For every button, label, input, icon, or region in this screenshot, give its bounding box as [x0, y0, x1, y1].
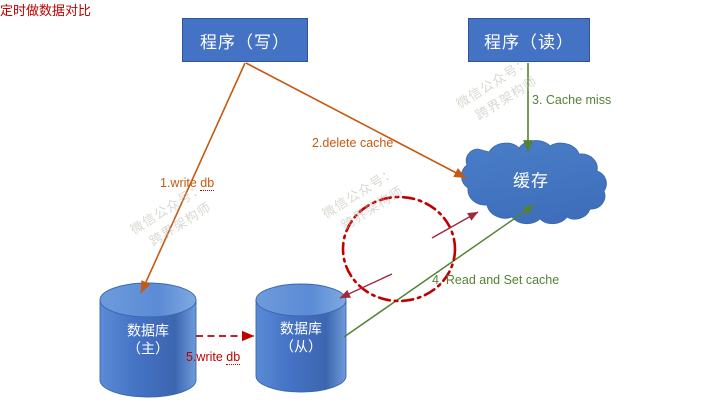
node-cache[interactable]: 缓存: [455, 143, 607, 213]
node-db-master-label-line2: （主）: [127, 340, 169, 356]
node-db-master-label-line1: 数据库: [127, 322, 169, 339]
node-cache-label: 缓存: [513, 171, 549, 191]
edge-label-5-write-db: 5.write db: [186, 350, 241, 365]
annotation-periodic-compare-label: 定时做数据对比: [0, 3, 92, 18]
node-program-write-label: 程序（写）: [200, 32, 290, 52]
compare-arrow-lower: [339, 273, 393, 299]
node-db-slave-label: 数据库 （从）: [255, 321, 347, 356]
cache-cloud-shape: [461, 140, 607, 225]
edge-label-3-cache-miss: 3. Cache miss: [532, 93, 612, 107]
db-slave-shape: [255, 283, 347, 393]
edge-label-2-delete-cache: 2.delete cache: [312, 136, 394, 150]
node-program-read-label: 程序（读）: [484, 32, 574, 52]
edge-1-write-db: [140, 62, 246, 294]
edge-2-delete-cache: [245, 62, 467, 179]
edge-label-1-write-db: 1.write db: [160, 176, 215, 191]
periodic-compare-circle: [341, 195, 457, 303]
node-db-slave[interactable]: 数据库 （从）: [255, 286, 347, 390]
edge-label-4-read-and-set-cache: 4. Read and Set cache: [432, 273, 560, 287]
node-db-slave-label-line1: 数据库: [280, 320, 322, 337]
node-db-master-label: 数据库 （主）: [100, 323, 196, 358]
node-db-slave-label-line2: （从）: [280, 338, 322, 354]
node-program-read[interactable]: 程序（读）: [468, 18, 590, 62]
compare-arrow-upper: [431, 211, 479, 239]
node-program-write[interactable]: 程序（写）: [182, 18, 308, 62]
db-master-shape: [99, 282, 197, 398]
edge-4-read-and-set-cache: [343, 204, 535, 338]
node-db-master[interactable]: 数据库 （主）: [100, 286, 196, 394]
